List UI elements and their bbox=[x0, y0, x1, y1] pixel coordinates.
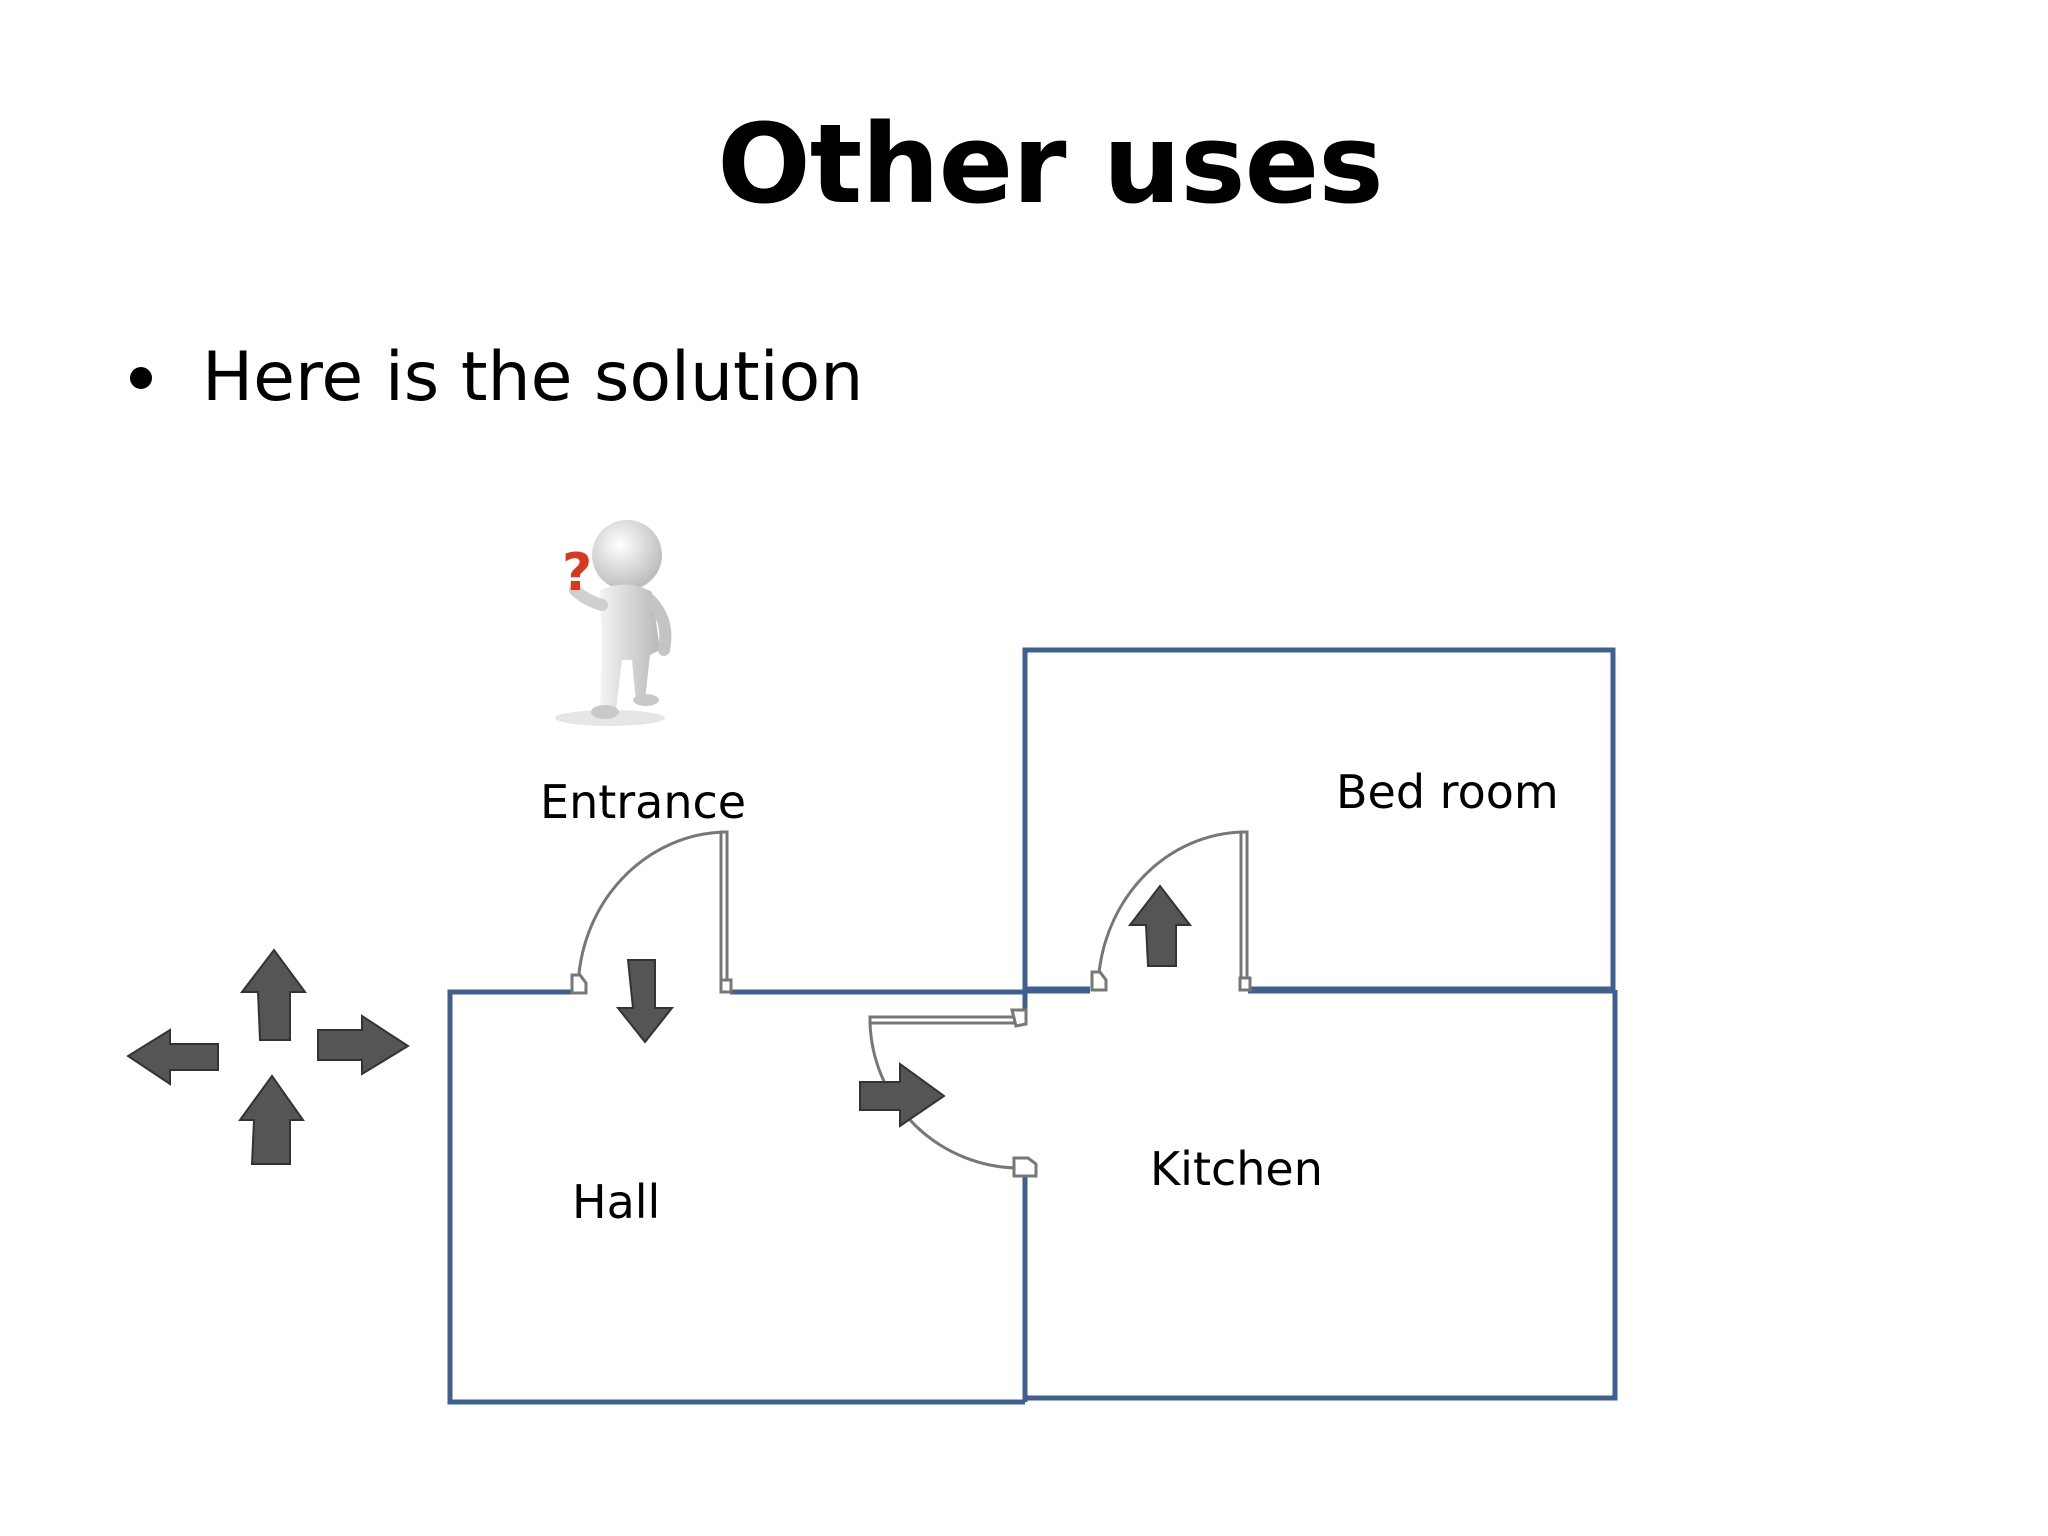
bedroom-door bbox=[1090, 830, 1252, 992]
bullet-dot-icon bbox=[130, 367, 152, 389]
label-entrance: Entrance bbox=[540, 775, 746, 829]
label-kitchen: Kitchen bbox=[1150, 1142, 1323, 1196]
arrow-right-icon bbox=[317, 1014, 410, 1076]
bedroom-walls bbox=[1022, 647, 1616, 990]
compass-arrows bbox=[126, 948, 410, 1165]
label-hall: Hall bbox=[572, 1175, 660, 1229]
bullet-text: Here is the solution bbox=[202, 338, 864, 417]
arrow-up-bedroom-icon bbox=[1127, 884, 1193, 967]
hall-walls bbox=[447, 989, 1028, 1405]
label-bedroom: Bed room bbox=[1336, 765, 1559, 819]
person-question-icon: ? bbox=[555, 520, 672, 726]
arrow-down-entrance-icon bbox=[615, 959, 675, 1044]
entrance-door bbox=[570, 830, 733, 995]
slide-title: Other uses bbox=[717, 100, 1383, 228]
arrow-right-kitchen-icon bbox=[859, 1062, 946, 1128]
arrow-left-icon bbox=[126, 1028, 219, 1086]
question-mark-glyph: ? bbox=[562, 543, 592, 603]
arrow-down-icon bbox=[238, 1074, 305, 1165]
kitchen-door bbox=[868, 1008, 1038, 1178]
arrow-up-icon bbox=[239, 948, 307, 1041]
